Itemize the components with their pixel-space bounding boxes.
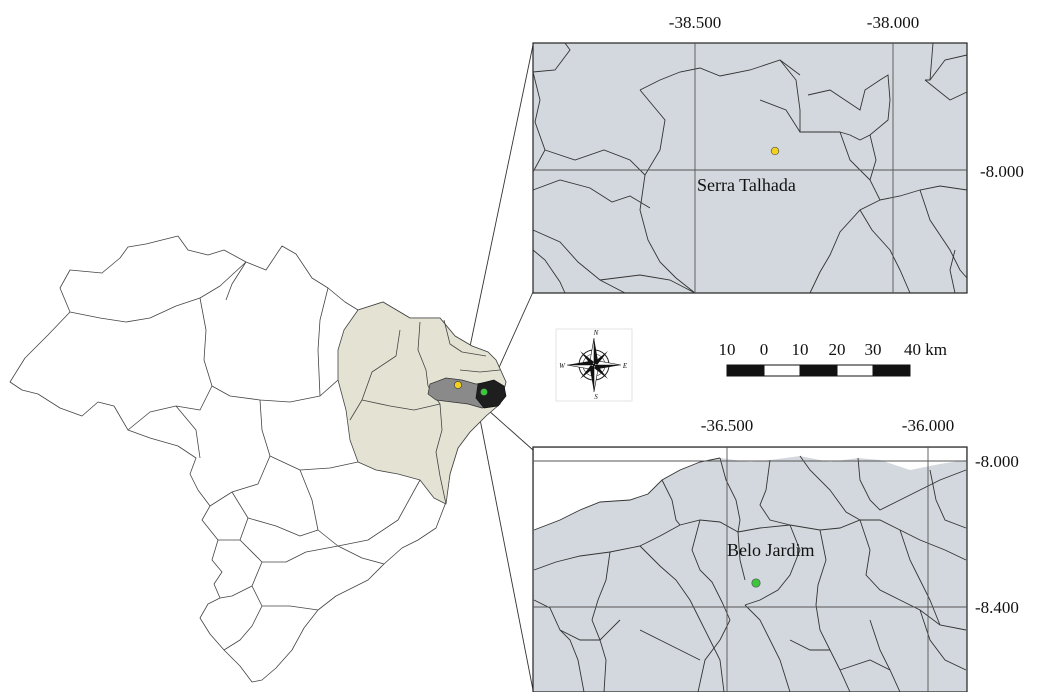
scale-label-5: 40 km <box>904 340 947 359</box>
serra-talhada-point-overview <box>454 381 462 389</box>
belo-jardim-point <box>751 578 761 588</box>
inset-bottom-graticule <box>533 447 967 692</box>
inset-bottom-blank-area <box>534 448 966 530</box>
compass-label-n: N <box>593 329 599 337</box>
inset-bottom-lon-label-1: -36.500 <box>701 416 753 435</box>
belo-jardim-point-overview <box>480 388 488 396</box>
scale-bar: 10 0 10 20 30 40 km <box>719 340 947 377</box>
compass-rose: N S E W <box>555 328 633 402</box>
inset-top-municipal-borders <box>532 42 968 294</box>
compass-label-e: E <box>622 362 628 370</box>
scale-label-1: 0 <box>760 340 769 359</box>
compass-label-w: W <box>559 362 566 370</box>
scale-label-3: 20 <box>829 340 846 359</box>
scale-segment-1 <box>726 364 765 377</box>
scale-label-2: 10 <box>792 340 809 359</box>
inset-top-lon-label-1: -38.500 <box>669 13 721 32</box>
compass-label-s: S <box>594 393 598 401</box>
brazil-map <box>9 235 507 683</box>
scale-segment-3 <box>799 364 838 377</box>
inset-bottom-lat-label-2: -8.400 <box>975 598 1019 617</box>
inset-top-lat-label: -8.000 <box>980 162 1024 181</box>
inset-belo-jardim: Belo Jardim -36.500 -36.000 -8.000 -8.40… <box>532 416 1019 692</box>
compass-icon <box>566 337 622 393</box>
inset-serra-talhada: Serra Talhada -38.500 -38.000 -8.000 <box>532 13 1024 294</box>
serra-talhada-label: Serra Talhada <box>697 175 796 195</box>
inset-top-frame <box>532 42 968 294</box>
inset-top-graticule <box>533 43 967 293</box>
scale-label-4: 30 <box>865 340 882 359</box>
inset-top-lon-label-2: -38.000 <box>867 13 919 32</box>
serra-talhada-point <box>770 146 780 156</box>
inset-bottom-lon-label-2: -36.000 <box>902 416 954 435</box>
scale-label-0: 10 <box>719 340 736 359</box>
study-area-east <box>475 379 507 409</box>
belo-jardim-label: Belo Jardim <box>727 540 815 560</box>
scale-segment-5 <box>872 364 911 377</box>
scale-segment-2 <box>763 364 801 377</box>
state-borders <box>69 261 421 651</box>
inset-bottom-lat-label-1: -8.000 <box>975 452 1019 471</box>
scale-segment-4 <box>836 364 874 377</box>
